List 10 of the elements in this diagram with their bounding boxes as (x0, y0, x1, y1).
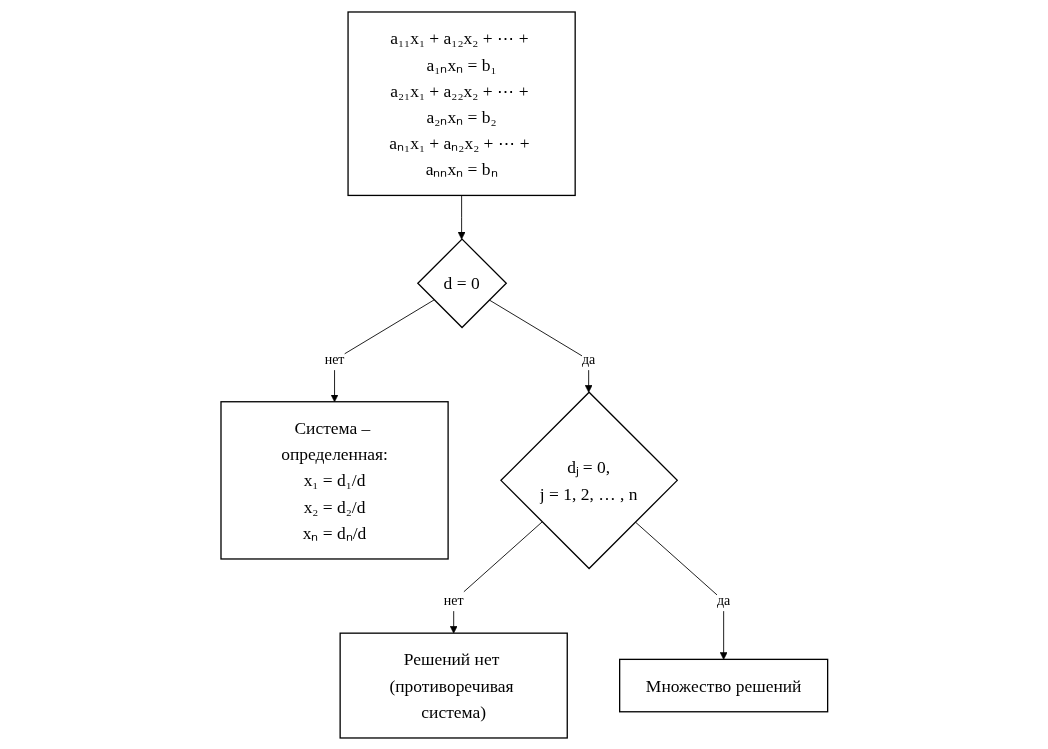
node-box: Решений нет (противоречивая система) (339, 632, 568, 739)
edge-label: да (581, 351, 595, 367)
node-diamond: dⱼ = 0, j = 1, 2, … , n (499, 390, 678, 569)
edge-label: нет (443, 592, 464, 608)
node-diamond: d = 0 (416, 237, 507, 328)
edge-label: нет (324, 351, 345, 367)
node-box: Множество решений (618, 658, 828, 712)
edge-label: да (716, 592, 730, 608)
node-box: Система – определенная: x₁ = d₁/d x₂ = d₂/d xₙ = dₙ/d (220, 400, 449, 560)
node-box: a₁₁x₁ + a₁₂x₂ + ⋯ + a₁ₙxₙ = b₁ a₂₁x₁ + a₂₂x₂ + ⋯ + a₂ₙxₙ = b₂ aₙ₁x₁ + aₙ₂x₂ + ⋯ + aₙₙxₙ = bₙ (347, 10, 576, 196)
